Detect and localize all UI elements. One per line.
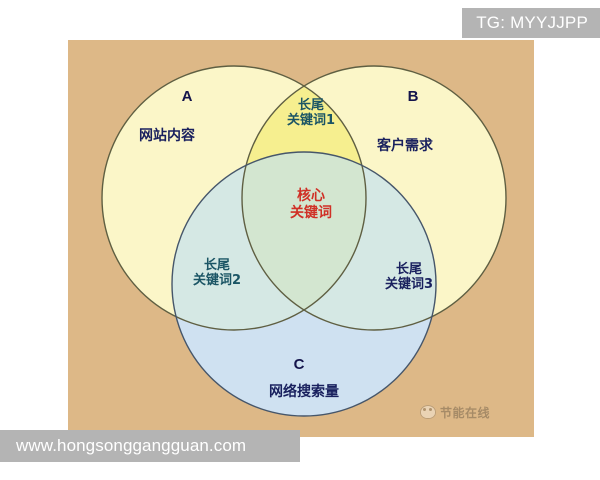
venn-outline-a (101, 65, 367, 331)
venn-diagram (101, 65, 507, 417)
diagram-panel: A B C 网站内容 客户需求 网络搜索量 长尾 关键词1 核心 关键词 长尾 … (68, 40, 534, 437)
tg-handle-banner: TG: MYYJJPP (462, 8, 600, 38)
venn-outline-c (171, 151, 437, 417)
watermark: 节能在线 (420, 402, 524, 422)
venn-outline-b (241, 65, 507, 331)
watermark-text: 节能在线 (440, 405, 491, 420)
website-url-banner: www.hongsonggangguan.com (0, 430, 300, 462)
wechat-badge-icon (420, 405, 436, 419)
venn-overlap-abc (242, 152, 366, 330)
